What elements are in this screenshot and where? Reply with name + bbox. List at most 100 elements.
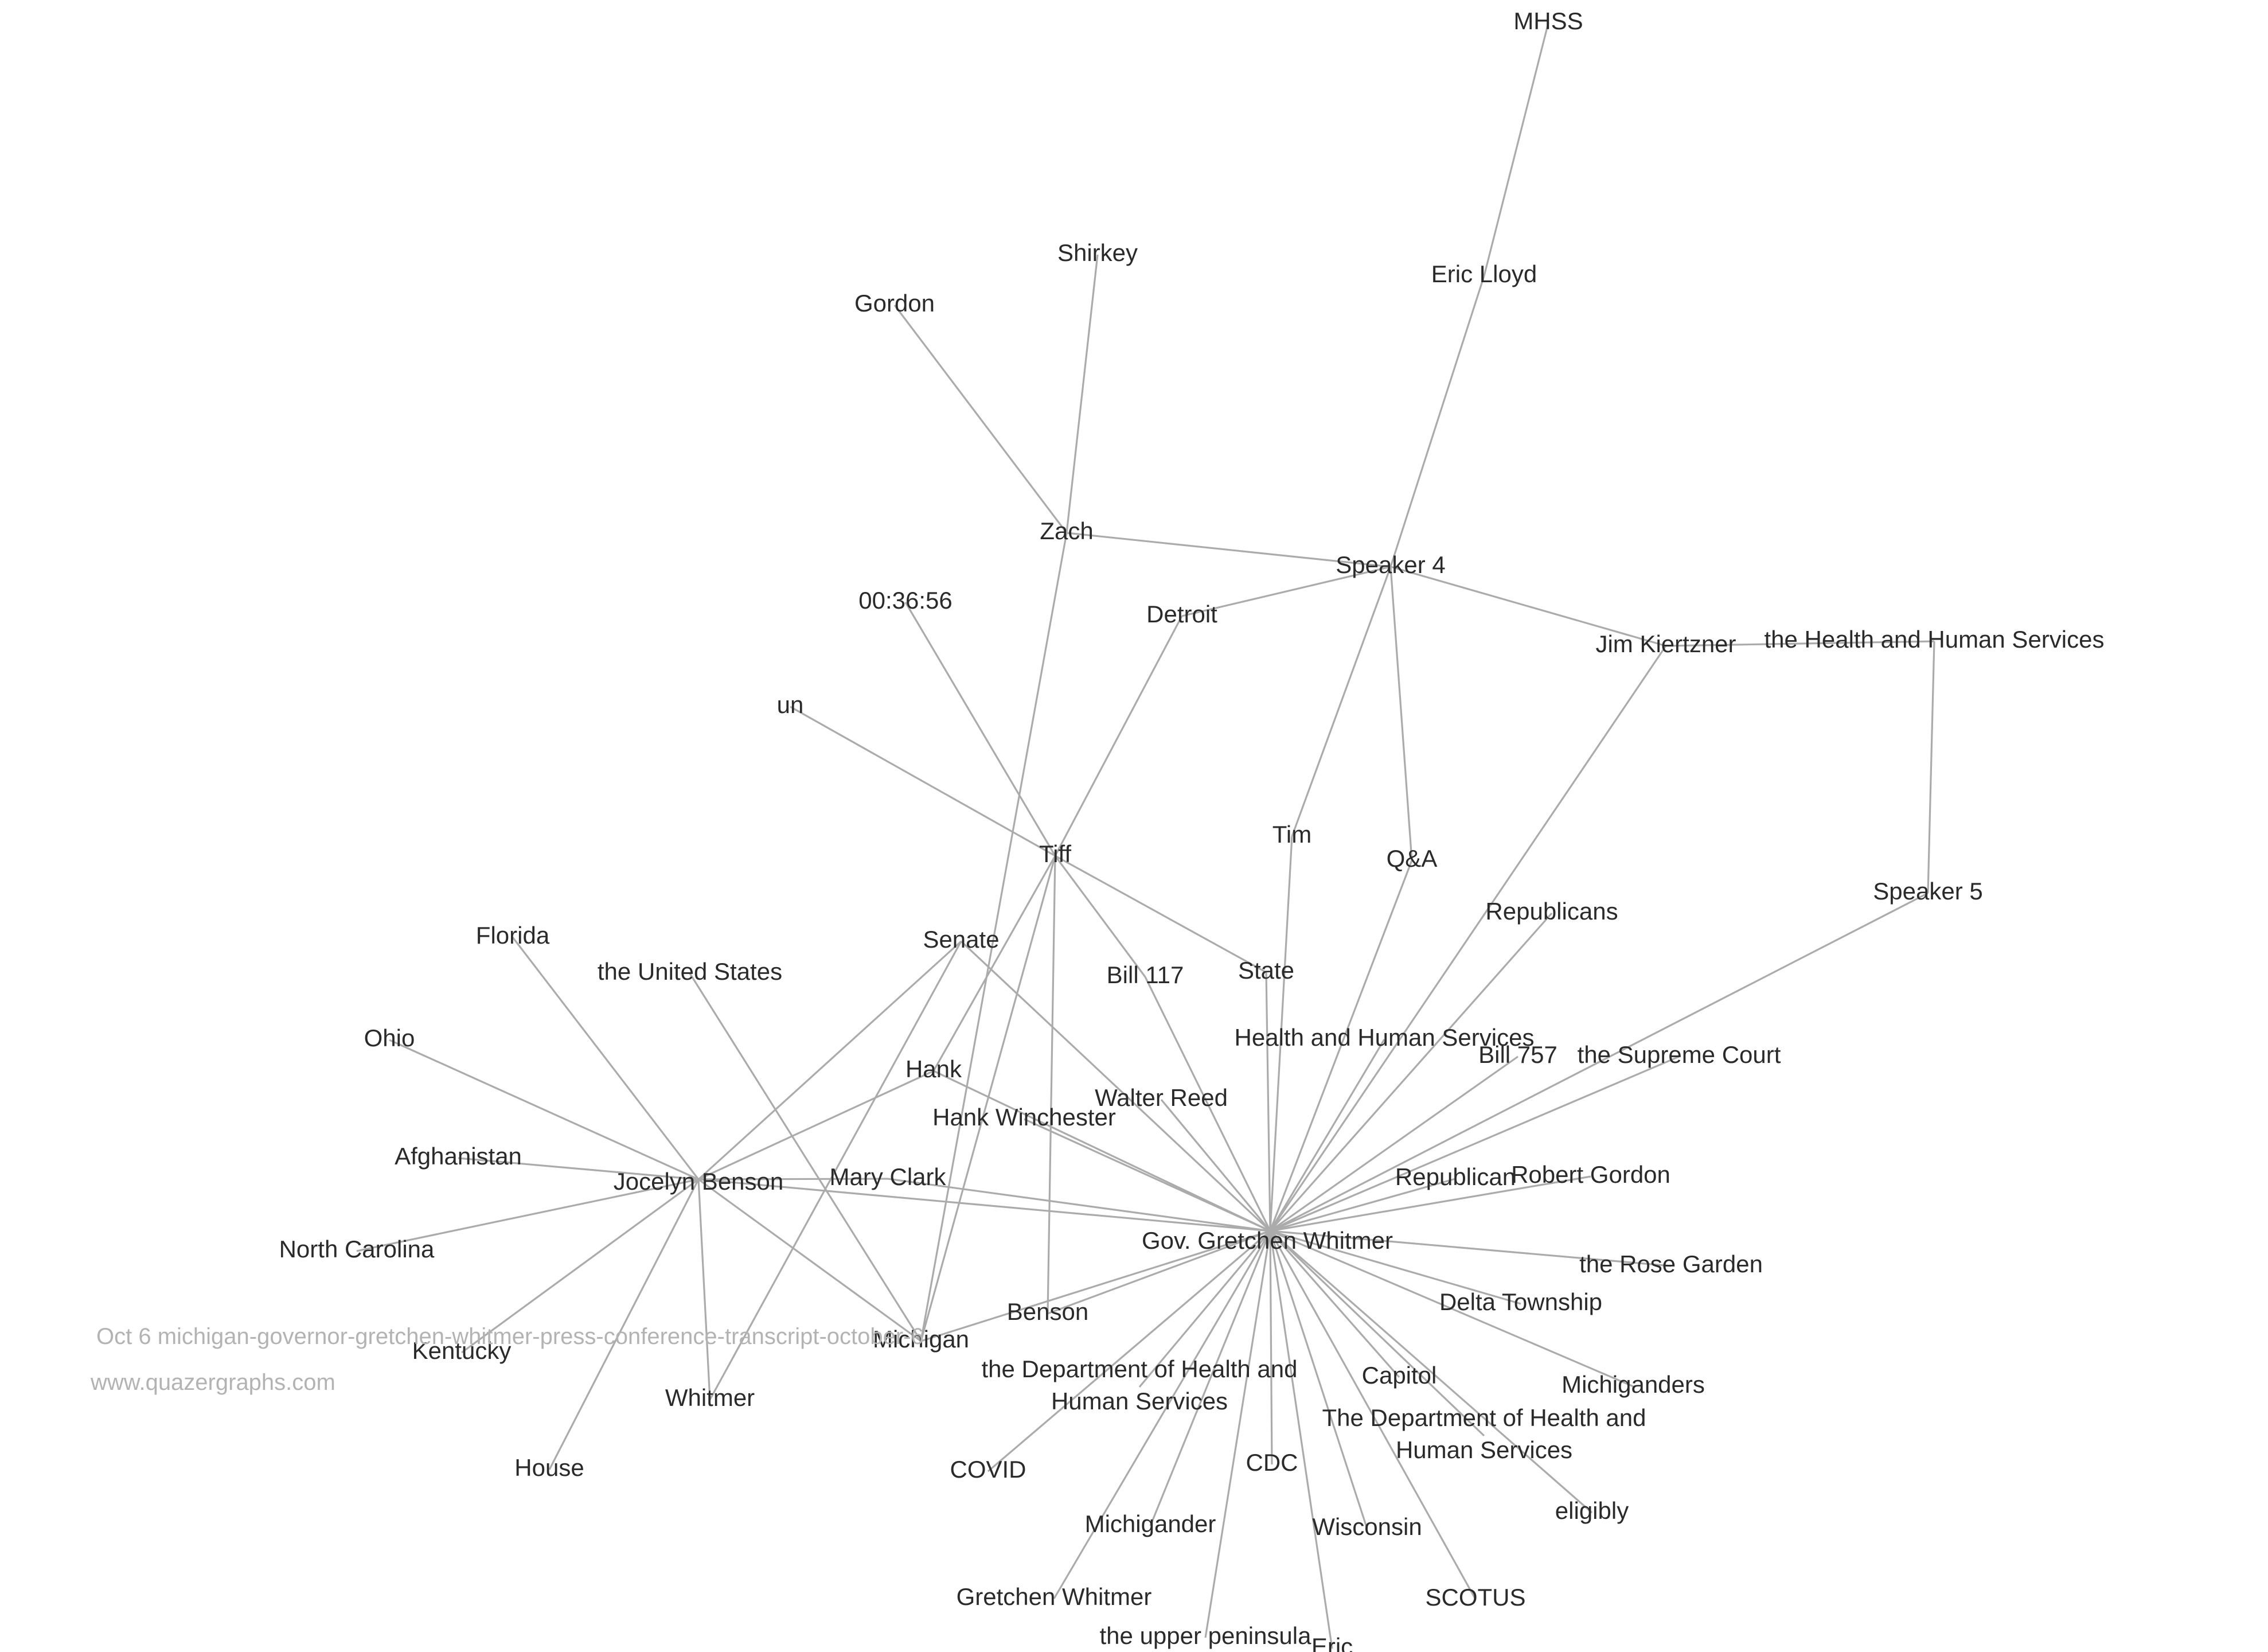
edge-the-department-of-health-and-human-services-to-gov-gretchen-whitmer xyxy=(1138,1230,1271,1388)
node-label-tim: Tim xyxy=(1272,821,1311,848)
edge-hank-to-gov-gretchen-whitmer xyxy=(933,1070,1271,1232)
edge-senate-to-whitmer xyxy=(709,941,962,1400)
edge-bill-757-to-gov-gretchen-whitmer xyxy=(1270,1055,1518,1232)
node-label-q-a: Q&A xyxy=(1387,845,1438,872)
edge-gordon-to-zach xyxy=(893,305,1068,533)
node-label-speaker-5: Speaker 5 xyxy=(1873,878,1982,905)
edge-tiff-to-benson xyxy=(1047,855,1056,1314)
node-label-the-upper-peninsula: the upper peninsula xyxy=(1100,1622,1312,1649)
edge-the-health-and-human-services-to-speaker-5 xyxy=(1927,641,1935,894)
edge-un-to-tiff xyxy=(790,706,1056,857)
edge-tiff-to-bill-117 xyxy=(1054,855,1146,977)
node-label-gretchen-whitmer: Gretchen Whitmer xyxy=(957,1583,1152,1610)
edge-senate-to-gov-gretchen-whitmer xyxy=(960,940,1271,1232)
edge-eric-to-gov-gretchen-whitmer xyxy=(1269,1230,1333,1649)
node-label-scotus: SCOTUS xyxy=(1425,1584,1525,1611)
edge-jocelyn-benson-to-hank xyxy=(698,1070,934,1180)
edge-jim-kiertzner-to-the-health-and-human-services xyxy=(1665,640,1935,647)
node-label-wisconsin: Wisconsin xyxy=(1312,1513,1422,1540)
node-label-jim-kiertzner: Jim Kiertzner xyxy=(1595,630,1736,657)
edge-michiganders-to-gov-gretchen-whitmer xyxy=(1270,1230,1634,1388)
node-label-walter-reed: Walter Reed xyxy=(1095,1084,1228,1111)
node-label-state: State xyxy=(1238,957,1294,984)
node-label-eric-lloyd: Eric Lloyd xyxy=(1431,260,1537,287)
edge-house-to-jocelyn-benson xyxy=(548,1179,700,1470)
node-label-robert-gordon: Robert Gordon xyxy=(1511,1161,1670,1188)
node-label-eligibly: eligibly xyxy=(1555,1497,1629,1524)
node-label-republican: Republican xyxy=(1395,1163,1516,1190)
node-label-house: House xyxy=(514,1454,584,1481)
node-label-jocelyn-benson: Jocelyn Benson xyxy=(614,1168,784,1195)
edge-tiff-to-state xyxy=(1055,855,1267,973)
edge-speaker-4-to-detroit xyxy=(1181,566,1391,617)
edge-health-and-human-services-to-gov-gretchen-whitmer xyxy=(1269,1039,1385,1232)
edge-ohio-to-jocelyn-benson xyxy=(389,1039,699,1180)
edge-afghanistan-to-jocelyn-benson xyxy=(458,1157,699,1180)
edge-michigander-to-gov-gretchen-whitmer xyxy=(1149,1230,1271,1526)
edge-gretchen-whitmer-to-gov-gretchen-whitmer xyxy=(1053,1230,1271,1599)
graph-caption-title: Oct 6 michigan-governor-gretchen-whitmer… xyxy=(96,1324,924,1349)
edge-layer xyxy=(356,22,1935,1649)
edge-whitmer-to-jocelyn-benson xyxy=(697,1179,711,1400)
node-label-the-department-of-health-and-human-services-line-1: the Department of Health and xyxy=(981,1355,1297,1382)
edge-00-36-56-to-tiff xyxy=(904,602,1056,856)
node-label-eric: Eric xyxy=(1311,1633,1353,1652)
node-label-afghanistan: Afghanistan xyxy=(395,1143,522,1170)
edge-speaker-4-to-jim-kiertzner xyxy=(1390,566,1666,647)
node-label-health-and-human-services: Health and Human Services xyxy=(1235,1024,1535,1051)
edge-walter-reed-to-gov-gretchen-whitmer xyxy=(1160,1098,1271,1232)
edge-eric-lloyd-to-speaker-4 xyxy=(1389,275,1485,567)
edge-covid-to-gov-gretchen-whitmer xyxy=(987,1230,1271,1472)
node-label-senate: Senate xyxy=(923,926,999,953)
node-label-the-department-of-health-and-human-services-line-2: Human Services xyxy=(1051,1388,1228,1415)
node-label-hank: Hank xyxy=(905,1055,962,1082)
edge-mary-clark-to-gov-gretchen-whitmer xyxy=(887,1178,1271,1232)
edge-speaker-5-to-gov-gretchen-whitmer xyxy=(1270,892,1929,1232)
node-label-the-department-of-health-and-human-services-line-1: The Department of Health and xyxy=(1322,1404,1646,1431)
node-label-mhss: MHSS xyxy=(1513,7,1583,34)
node-label-gov-gretchen-whitmer: Gov. Gretchen Whitmer xyxy=(1142,1227,1393,1254)
edge-michigan-to-gov-gretchen-whitmer xyxy=(920,1230,1271,1342)
edge-tim-to-gov-gretchen-whitmer xyxy=(1269,836,1293,1232)
node-label-the-rose-garden: the Rose Garden xyxy=(1579,1250,1763,1277)
edge-eligibly-to-gov-gretchen-whitmer xyxy=(1269,1230,1593,1514)
node-label-north-carolina: North Carolina xyxy=(279,1236,435,1263)
edge-the-rose-garden-to-gov-gretchen-whitmer xyxy=(1270,1230,1672,1267)
node-label-speaker-4: Speaker 4 xyxy=(1336,551,1445,578)
edge-q-a-to-gov-gretchen-whitmer xyxy=(1269,860,1413,1232)
edge-the-supreme-court-to-gov-gretchen-whitmer xyxy=(1270,1055,1680,1232)
node-label-kentucky: Kentucky xyxy=(412,1337,512,1364)
edge-tiff-to-hank xyxy=(932,855,1056,1072)
edge-tiff-to-michigan xyxy=(920,855,1056,1342)
node-label-the-united-states: the United States xyxy=(598,958,782,985)
edge-zach-to-michigan xyxy=(920,532,1068,1342)
node-label-michigander: Michigander xyxy=(1085,1510,1216,1537)
edge-capitol-to-gov-gretchen-whitmer xyxy=(1269,1230,1400,1378)
node-label-whitmer: Whitmer xyxy=(665,1384,755,1411)
edge-state-to-gov-gretchen-whitmer xyxy=(1265,972,1271,1232)
edge-jocelyn-benson-to-michigan xyxy=(698,1178,922,1342)
edge-detroit-to-tiff xyxy=(1054,615,1183,856)
edge-speaker-4-to-tim xyxy=(1291,566,1392,837)
edge-republican-to-gov-gretchen-whitmer xyxy=(1270,1178,1456,1232)
node-label-bill-757: Bill 757 xyxy=(1478,1041,1557,1068)
node-label-00-36-56: 00:36:56 xyxy=(858,587,953,614)
node-label-shirkey: Shirkey xyxy=(1057,239,1138,266)
edge-scotus-to-gov-gretchen-whitmer xyxy=(1269,1230,1477,1600)
edge-benson-to-gov-gretchen-whitmer xyxy=(1047,1230,1271,1315)
edge-delta-township-to-gov-gretchen-whitmer xyxy=(1270,1230,1521,1305)
edge-shirkey-to-zach xyxy=(1065,254,1099,533)
edge-the-department-of-health-and-human-services-to-gov-gretchen-whitmer xyxy=(1269,1230,1485,1437)
node-label-florida: Florida xyxy=(476,922,550,949)
node-label-detroit: Detroit xyxy=(1146,601,1217,628)
edge-florida-to-jocelyn-benson xyxy=(512,937,700,1180)
node-label-michiganders: Michiganders xyxy=(1562,1371,1705,1398)
edge-jocelyn-benson-to-gov-gretchen-whitmer xyxy=(698,1178,1271,1232)
node-label-tiff: Tiff xyxy=(1039,840,1071,867)
node-label-michigan: Michigan xyxy=(873,1326,969,1353)
node-label-bill-117: Bill 117 xyxy=(1107,961,1184,988)
node-label-the-health-and-human-services: the Health and Human Services xyxy=(1765,626,2105,653)
edge-wisconsin-to-gov-gretchen-whitmer xyxy=(1269,1230,1368,1529)
